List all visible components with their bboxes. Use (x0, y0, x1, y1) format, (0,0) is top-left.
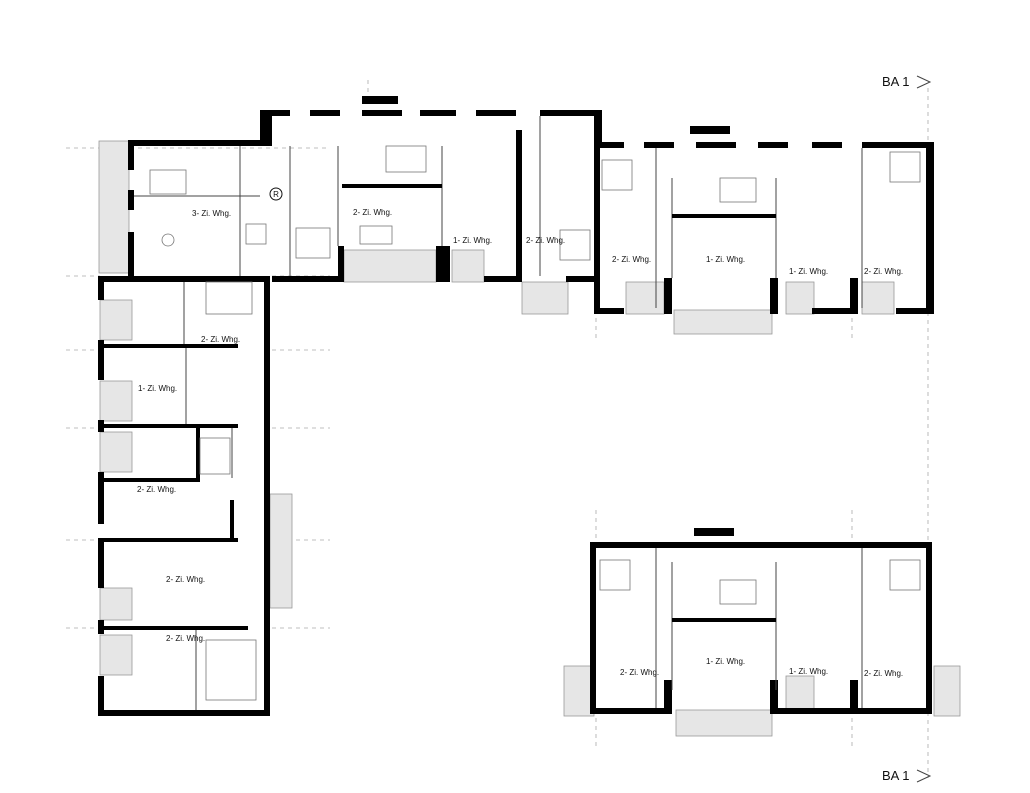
unit-label-south-1zi-a: 1- Zi. Whg. (706, 657, 745, 666)
unit-label-south-2zi-b: 2- Zi. Whg. (864, 669, 903, 678)
unit-label-east-2zi-a: 2- Zi. Whg. (612, 255, 651, 264)
section-marker-bottom: BA 1 (882, 768, 932, 783)
unit-label-north-1zi: 1- Zi. Whg. (453, 236, 492, 245)
section-arrow-top-icon (916, 75, 932, 89)
balconies (98, 140, 961, 737)
unit-label-west-2zi-c: 2- Zi. Whg. (166, 575, 205, 584)
unit-label-north-2zi-a: 2- Zi. Whg. (353, 208, 392, 217)
unit-label-south-1zi-b: 1- Zi. Whg. (789, 667, 828, 676)
unit-labels: 3- Zi. Whg. 2- Zi. Whg. 1- Zi. Whg. 2- Z… (137, 208, 903, 678)
section-marker-top: BA 1 (882, 74, 932, 89)
unit-label-west-2zi-d: 2- Zi. Whg. (166, 634, 205, 643)
exterior-walls (98, 96, 934, 716)
section-marker-bottom-label: BA 1 (882, 768, 909, 783)
unit-label-east-1zi-a: 1- Zi. Whg. (706, 255, 745, 264)
unit-label-west-2zi-b: 2- Zi. Whg. (137, 485, 176, 494)
furniture (149, 145, 921, 701)
unit-label-west-1zi: 1- Zi. Whg. (138, 384, 177, 393)
unit-label-3zi: 3- Zi. Whg. (192, 209, 231, 218)
unit-label-west-2zi-a: 2- Zi. Whg. (201, 335, 240, 344)
unit-label-south-2zi-a: 2- Zi. Whg. (620, 668, 659, 677)
section-marker-top-label: BA 1 (882, 74, 909, 89)
unit-label-east-1zi-b: 1- Zi. Whg. (789, 267, 828, 276)
room-marker-label: R (273, 190, 279, 199)
room-marker: R (269, 187, 283, 201)
unit-label-east-2zi-b: 2- Zi. Whg. (864, 267, 903, 276)
interior-partitions (134, 116, 863, 710)
section-arrow-bottom-icon (916, 769, 932, 783)
unit-label-north-2zi-b: 2- Zi. Whg. (526, 236, 565, 245)
